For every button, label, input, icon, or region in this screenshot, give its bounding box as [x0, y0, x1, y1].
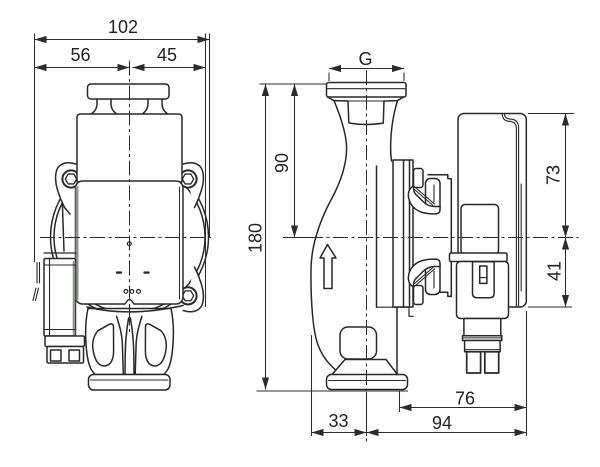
svg-text:73: 73	[544, 165, 564, 185]
svg-text:180: 180	[246, 223, 266, 253]
svg-text:45: 45	[157, 45, 177, 65]
svg-text:76: 76	[455, 389, 475, 409]
svg-text:90: 90	[272, 153, 292, 173]
svg-text:102: 102	[108, 17, 138, 37]
svg-text:94: 94	[432, 413, 452, 433]
svg-text:33: 33	[328, 411, 348, 431]
svg-text:G: G	[358, 49, 372, 69]
svg-text:41: 41	[545, 261, 565, 281]
svg-text:56: 56	[70, 45, 90, 65]
